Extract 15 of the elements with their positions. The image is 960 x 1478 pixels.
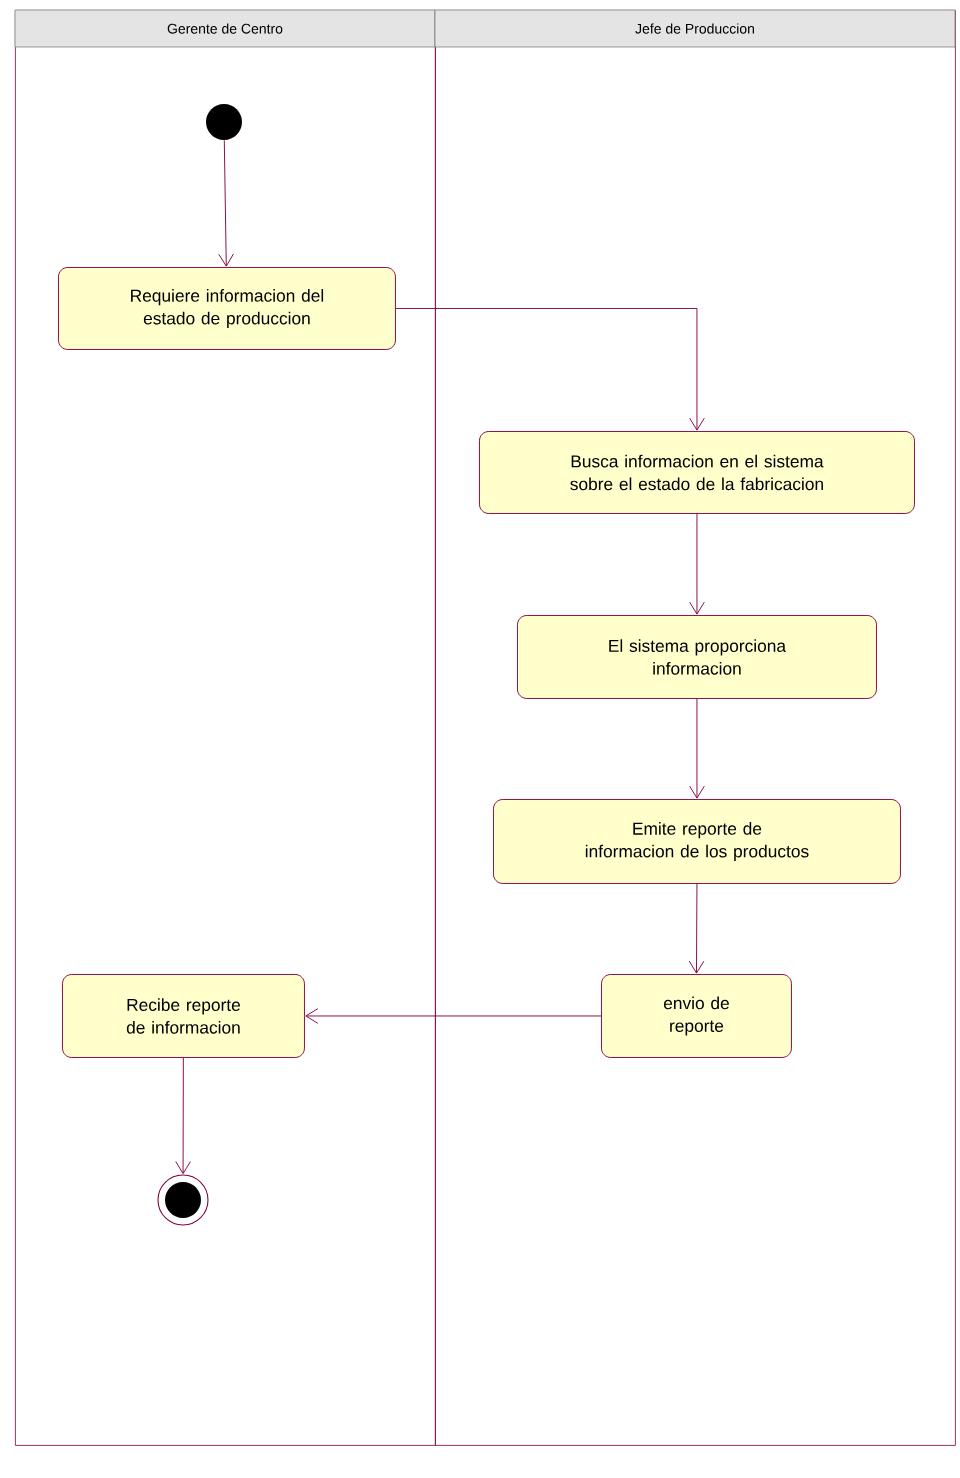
end-node [157,1174,209,1226]
arrow [689,513,705,615]
activity-box: El sistema proporciona informacion [517,615,877,699]
activity-box: Emite reporte de informacion de los productos [493,799,901,884]
activity-box: Recibe reporte de informacion [62,974,305,1058]
arrow [395,308,705,431]
arrow [218,139,234,267]
arrow [175,1057,191,1175]
start-node [206,104,242,140]
arrow [688,883,705,974]
activity-box: Requiere informacion del estado de produccion [58,267,396,350]
arrow [305,1008,602,1024]
activity-box: Busca informacion en el sistema sobre el estado de la fabricacion [479,431,915,514]
arrow [689,698,705,799]
activity-box: envio de reporte [601,974,792,1058]
